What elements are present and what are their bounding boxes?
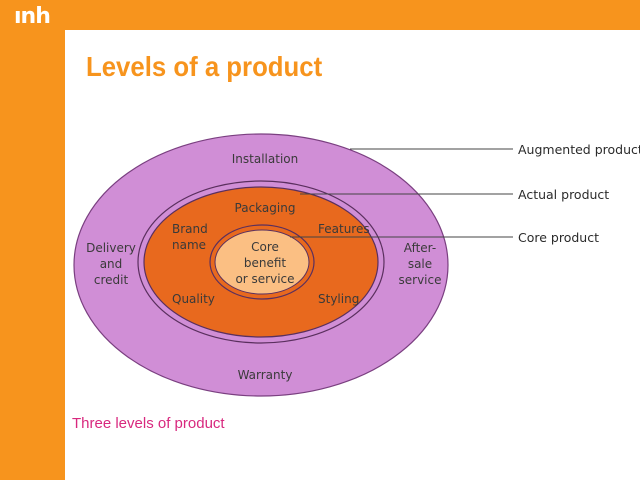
name-label: name <box>172 238 206 252</box>
left-brand-bar <box>0 0 65 480</box>
inh-logo: ınh <box>14 4 51 29</box>
core-line-1: Core <box>251 240 279 254</box>
augmented-product-legend: Augmented product <box>518 142 640 157</box>
and-label: and <box>100 257 123 271</box>
quality-label: Quality <box>172 292 215 306</box>
packaging-label: Packaging <box>235 201 296 215</box>
features-label: Features <box>318 222 370 236</box>
core-product-legend: Core product <box>518 230 599 245</box>
brand-label: Brand <box>172 222 208 236</box>
core-line-3: or service <box>235 272 294 286</box>
service-label: service <box>399 273 442 287</box>
core-product-ellipse <box>214 229 310 295</box>
top-brand-bar <box>0 0 640 30</box>
slide-title: Levels of a product <box>86 51 323 82</box>
core-line-2: benefit <box>244 256 287 270</box>
delivery-label: Delivery <box>86 241 136 255</box>
credit-label: credit <box>94 273 129 287</box>
installation-label: Installation <box>232 152 298 166</box>
sale-label: sale <box>408 257 432 271</box>
warranty-label: Warranty <box>238 368 293 382</box>
styling-label: Styling <box>318 292 359 306</box>
slide-caption: Three levels of product <box>72 415 225 432</box>
actual-product-legend: Actual product <box>518 187 609 202</box>
after-label: After- <box>404 241 436 255</box>
